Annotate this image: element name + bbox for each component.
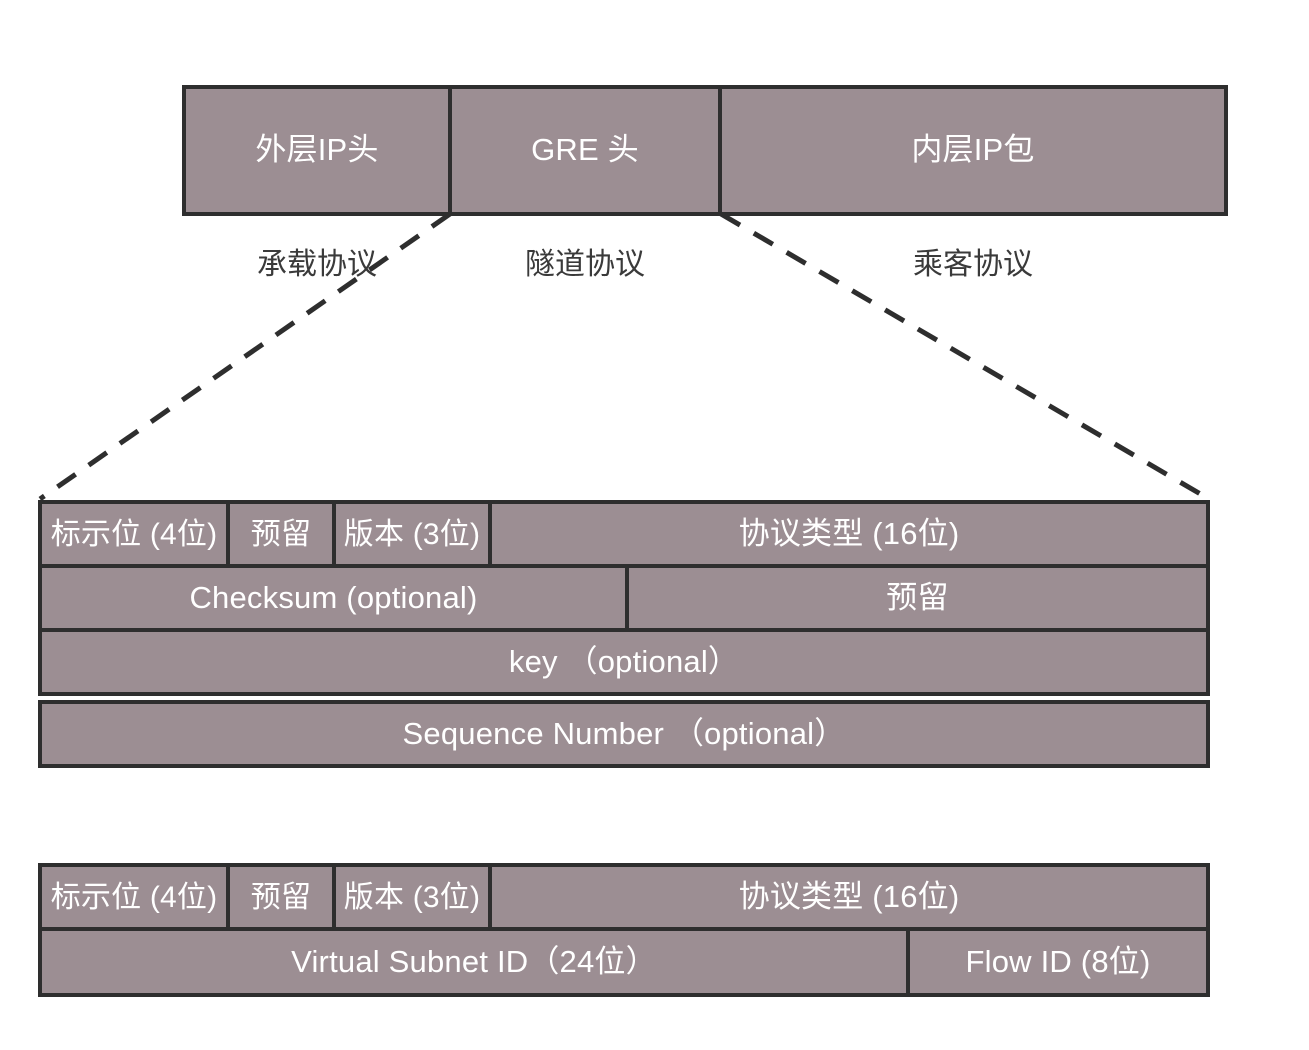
nvgre-field-label: 版本 (3位) <box>343 880 481 914</box>
gre-field-label: 预留 <box>250 517 312 551</box>
nvgre-field-label: 协议类型 (16位) <box>738 878 960 914</box>
gre-field-label: key （optional） <box>508 643 740 679</box>
gre-field-reserved0[interactable]: 预留 <box>226 500 336 568</box>
caption-passenger-protocol: 乘客协议 <box>913 248 1033 281</box>
nvgre-field-reserved0[interactable]: 预留 <box>226 863 336 931</box>
enc-cell-gre-header[interactable]: GRE 头 <box>448 85 722 216</box>
gre-field-flags[interactable]: 标示位 (4位) <box>38 500 230 568</box>
gre-field-label: 协议类型 (16位) <box>738 515 960 551</box>
gre-field-protocol-type[interactable]: 协议类型 (16位) <box>488 500 1210 568</box>
nvgre-field-label: Virtual Subnet ID（24位） <box>291 943 657 979</box>
gre-field-label: 标示位 (4位) <box>50 517 218 551</box>
gre-field-label: 预留 <box>886 579 949 615</box>
nvgre-field-flags[interactable]: 标示位 (4位) <box>38 863 230 931</box>
enc-cell-inner-ip-packet[interactable]: 内层IP包 <box>718 85 1228 216</box>
gre-field-label: 版本 (3位) <box>343 517 481 551</box>
enc-cell-label: 外层IP头 <box>255 132 379 168</box>
gre-field-label: Checksum (optional) <box>189 579 478 615</box>
enc-cell-outer-ip-header[interactable]: 外层IP头 <box>182 85 452 216</box>
enc-cell-label: GRE 头 <box>531 132 639 168</box>
nvgre-field-label: Flow ID (8位) <box>965 943 1151 979</box>
gre-field-version[interactable]: 版本 (3位) <box>332 500 492 568</box>
gre-field-key[interactable]: key （optional） <box>38 628 1210 696</box>
caption-tunnel-protocol: 隧道协议 <box>525 248 645 281</box>
nvgre-field-flow-id[interactable]: Flow ID (8位) <box>906 927 1210 997</box>
gre-field-reserved1[interactable]: 预留 <box>625 564 1210 632</box>
enc-cell-label: 内层IP包 <box>911 132 1035 168</box>
gre-field-label: Sequence Number （optional） <box>402 715 846 751</box>
nvgre-field-virtual-subnet-id[interactable]: Virtual Subnet ID（24位） <box>38 927 910 997</box>
nvgre-field-version[interactable]: 版本 (3位) <box>332 863 492 931</box>
nvgre-field-label: 标示位 (4位) <box>50 880 218 914</box>
gre-field-sequence-number[interactable]: Sequence Number （optional） <box>38 700 1210 768</box>
gre-field-checksum[interactable]: Checksum (optional) <box>38 564 629 632</box>
nvgre-field-label: 预留 <box>250 880 312 914</box>
caption-carrier-protocol: 承载协议 <box>257 248 377 281</box>
nvgre-field-protocol-type[interactable]: 协议类型 (16位) <box>488 863 1210 931</box>
